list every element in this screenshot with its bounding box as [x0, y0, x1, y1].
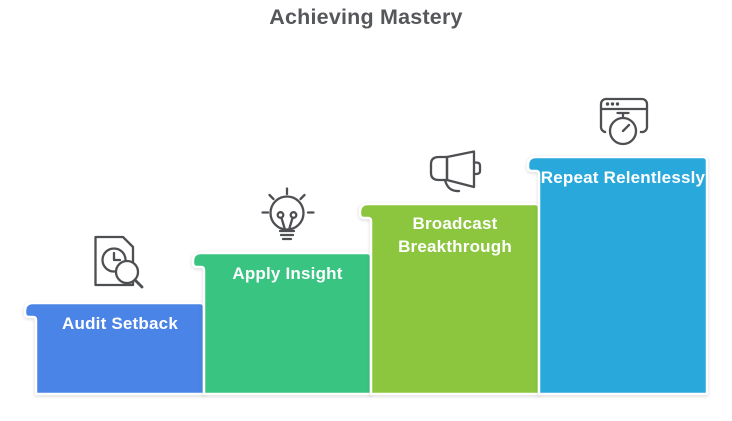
page-title: Achieving Mastery: [269, 5, 463, 29]
bulb-base: [278, 229, 296, 241]
step-bar-repeat-relentlessly: [526, 155, 709, 396]
filament-loop-left: [276, 211, 285, 219]
window-dot: [615, 102, 620, 106]
magnifier-handle: [133, 278, 144, 289]
step-bar-audit-setback: [23, 301, 206, 396]
stopwatch-window-icon: [599, 97, 649, 148]
megaphone-icon: [429, 150, 482, 193]
step-label-broadcast-breakthrough: Broadcast Breakthrough: [398, 214, 512, 256]
stopwatch-face: [608, 116, 638, 146]
filament-stems: [280, 216, 294, 230]
light-rays: [261, 187, 315, 214]
stopwatch-hand: [621, 123, 631, 133]
megaphone-strap: [443, 178, 461, 193]
document-search-icon: [94, 235, 144, 289]
lightbulb-icon: [261, 187, 315, 241]
window-dot: [605, 102, 610, 106]
magnifier-lens: [114, 259, 140, 285]
window-dot: [610, 102, 615, 106]
step-bar-apply-insight: [191, 251, 373, 396]
filament-loop-right: [289, 211, 298, 219]
clock-hands: [112, 251, 122, 262]
bulb-globe: [269, 195, 305, 231]
megaphone-bell: [445, 150, 476, 189]
step-bar-broadcast-breakthrough: [358, 202, 541, 396]
megaphone-mouthpiece: [429, 155, 449, 182]
step-label-audit-setback: Audit Setback: [62, 314, 178, 333]
megaphone-grip: [472, 161, 482, 176]
step-label-apply-insight: Apply Insight: [232, 264, 343, 283]
step-label-repeat-relentlessly: Repeat Relentlessly: [540, 168, 706, 187]
